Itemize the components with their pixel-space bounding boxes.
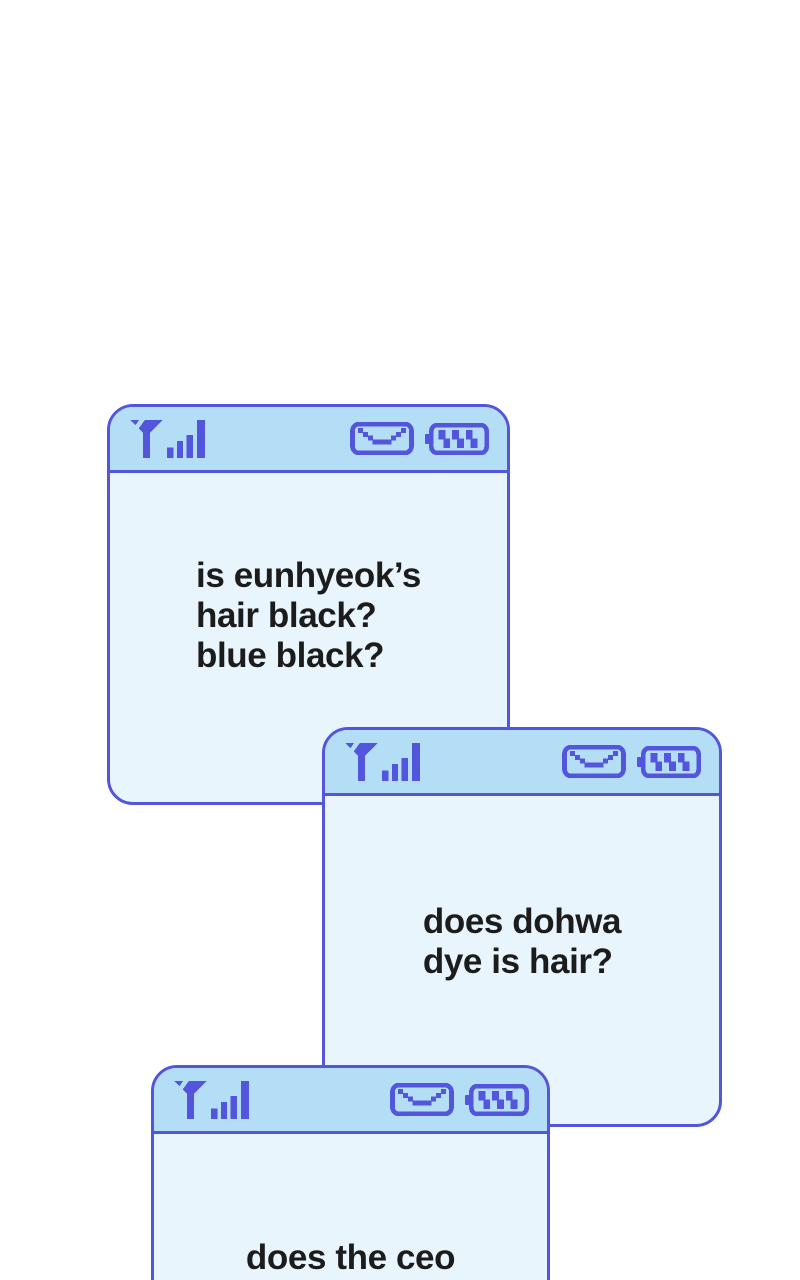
phone-status-bar: [110, 407, 507, 473]
message-text: is eunhyeok’s hair black? blue black?: [196, 556, 421, 676]
message-area: does the ceo of eunseol: [154, 1134, 547, 1280]
mail-envelope-icon: [350, 422, 414, 455]
message-area: is eunhyeok’s hair black? blue black?: [110, 473, 507, 802]
battery-icon: [425, 422, 489, 455]
phone-status-bar: [325, 730, 719, 796]
message-line: is eunhyeok’s: [196, 555, 421, 595]
signal-strength-icon: [130, 419, 205, 458]
battery-icon: [637, 745, 701, 778]
message-line: does dohwa: [422, 902, 622, 941]
message-line: dye is hair?: [422, 942, 613, 981]
signal-strength-icon: [345, 742, 420, 781]
message-window-1: is eunhyeok’s hair black? blue black?: [107, 404, 510, 805]
mail-envelope-icon: [390, 1083, 454, 1116]
mail-envelope-icon: [562, 745, 626, 778]
message-line: of eunseol: [246, 1278, 455, 1280]
message-line: does the ceo: [245, 1238, 456, 1277]
battery-icon: [465, 1083, 529, 1116]
phone-status-bar: [154, 1068, 547, 1134]
message-window-2: does dohwa dye is hair?: [322, 727, 722, 1127]
signal-strength-icon: [174, 1080, 249, 1119]
message-window-3: does the ceo of eunseol: [151, 1065, 550, 1280]
message-area: does dohwa dye is hair?: [325, 796, 719, 1124]
message-text: does the ceo of eunseol: [245, 1238, 456, 1280]
message-line: blue black?: [196, 635, 385, 675]
message-text: does dohwa dye is hair?: [422, 902, 622, 982]
message-line: hair black?: [196, 595, 377, 635]
